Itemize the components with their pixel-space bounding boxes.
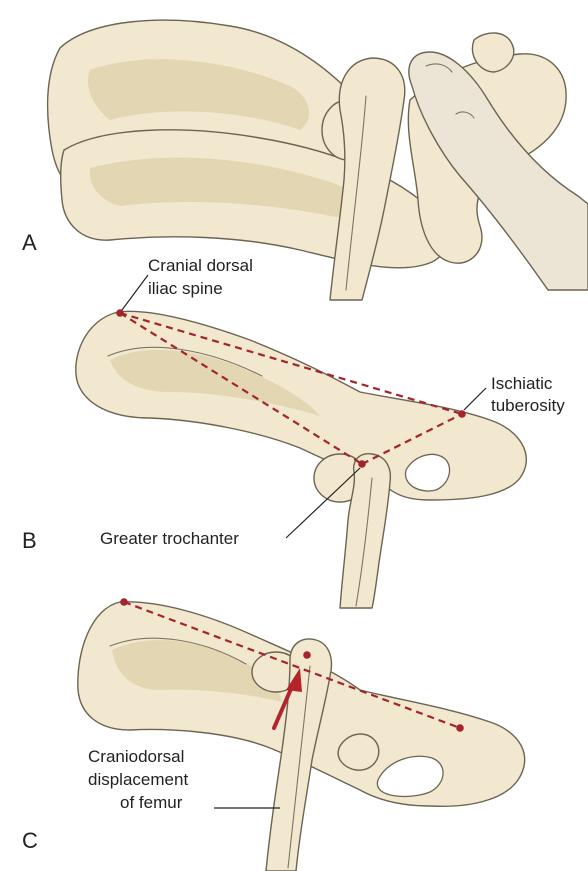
panel-c: Craniodorsal displacement of femur C [22, 598, 525, 871]
panel-b-leader-iliac [122, 275, 148, 310]
panel-c-trochanter-point [303, 651, 311, 659]
label-cranial-dorsal-line1: Cranial dorsal [148, 256, 253, 275]
label-ischiatic-line1: Ischiatic [491, 374, 553, 393]
panel-b-leader-ischiatic [464, 388, 486, 410]
panel-b-iliac-spine-point [116, 309, 124, 317]
panel-b-letter: B [22, 528, 37, 553]
panel-b: Cranial dorsal iliac spine Ischiatic tub… [22, 256, 565, 608]
label-greater-trochanter: Greater trochanter [100, 529, 239, 548]
panel-b-ischiatic-point [458, 410, 466, 418]
label-ischiatic-line2: tuberosity [491, 396, 565, 415]
label-displacement-line3: of femur [120, 793, 183, 812]
label-displacement-line1: Craniodorsal [88, 747, 184, 766]
panel-b-trochanter-point [358, 460, 366, 468]
label-displacement-line2: displacement [88, 770, 188, 789]
panel-c-letter: C [22, 828, 38, 853]
label-cranial-dorsal-line2: iliac spine [148, 279, 223, 298]
panel-a: A [22, 20, 588, 300]
panel-c-iliac-spine-point [120, 598, 128, 606]
panel-a-letter: A [22, 230, 37, 255]
panel-c-ischiatic-point [456, 724, 464, 732]
